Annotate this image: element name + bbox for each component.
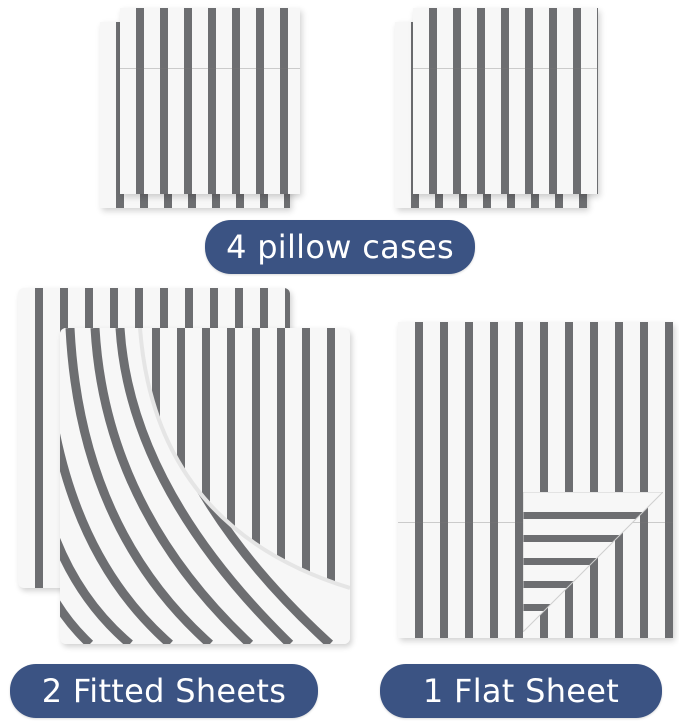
fitted-sheets-label: 2 Fitted Sheets [10, 664, 318, 718]
flat-sheet-label-text: 1 Flat Sheet [422, 672, 620, 710]
fitted-sheets-label-text: 2 Fitted Sheets [41, 672, 287, 710]
pillow-hem-line [413, 68, 598, 69]
pillow-hem-line [120, 68, 300, 69]
elastic-corner-graphic [60, 328, 350, 644]
folded-corner-graphic [523, 492, 663, 632]
fitted-sheets [18, 288, 350, 644]
fitted-sheet-front [60, 328, 350, 644]
flat-sheet-label: 1 Flat Sheet [380, 664, 662, 718]
pillow-cases-right [395, 8, 600, 208]
pillow-cases-left [100, 8, 300, 208]
pillow-case-front [413, 8, 598, 194]
pillow-case-front [120, 8, 300, 194]
flat-sheet [398, 322, 673, 638]
pillow-cases-label-text: 4 pillow cases [226, 228, 454, 266]
pillow-cases-label: 4 pillow cases [205, 220, 475, 274]
